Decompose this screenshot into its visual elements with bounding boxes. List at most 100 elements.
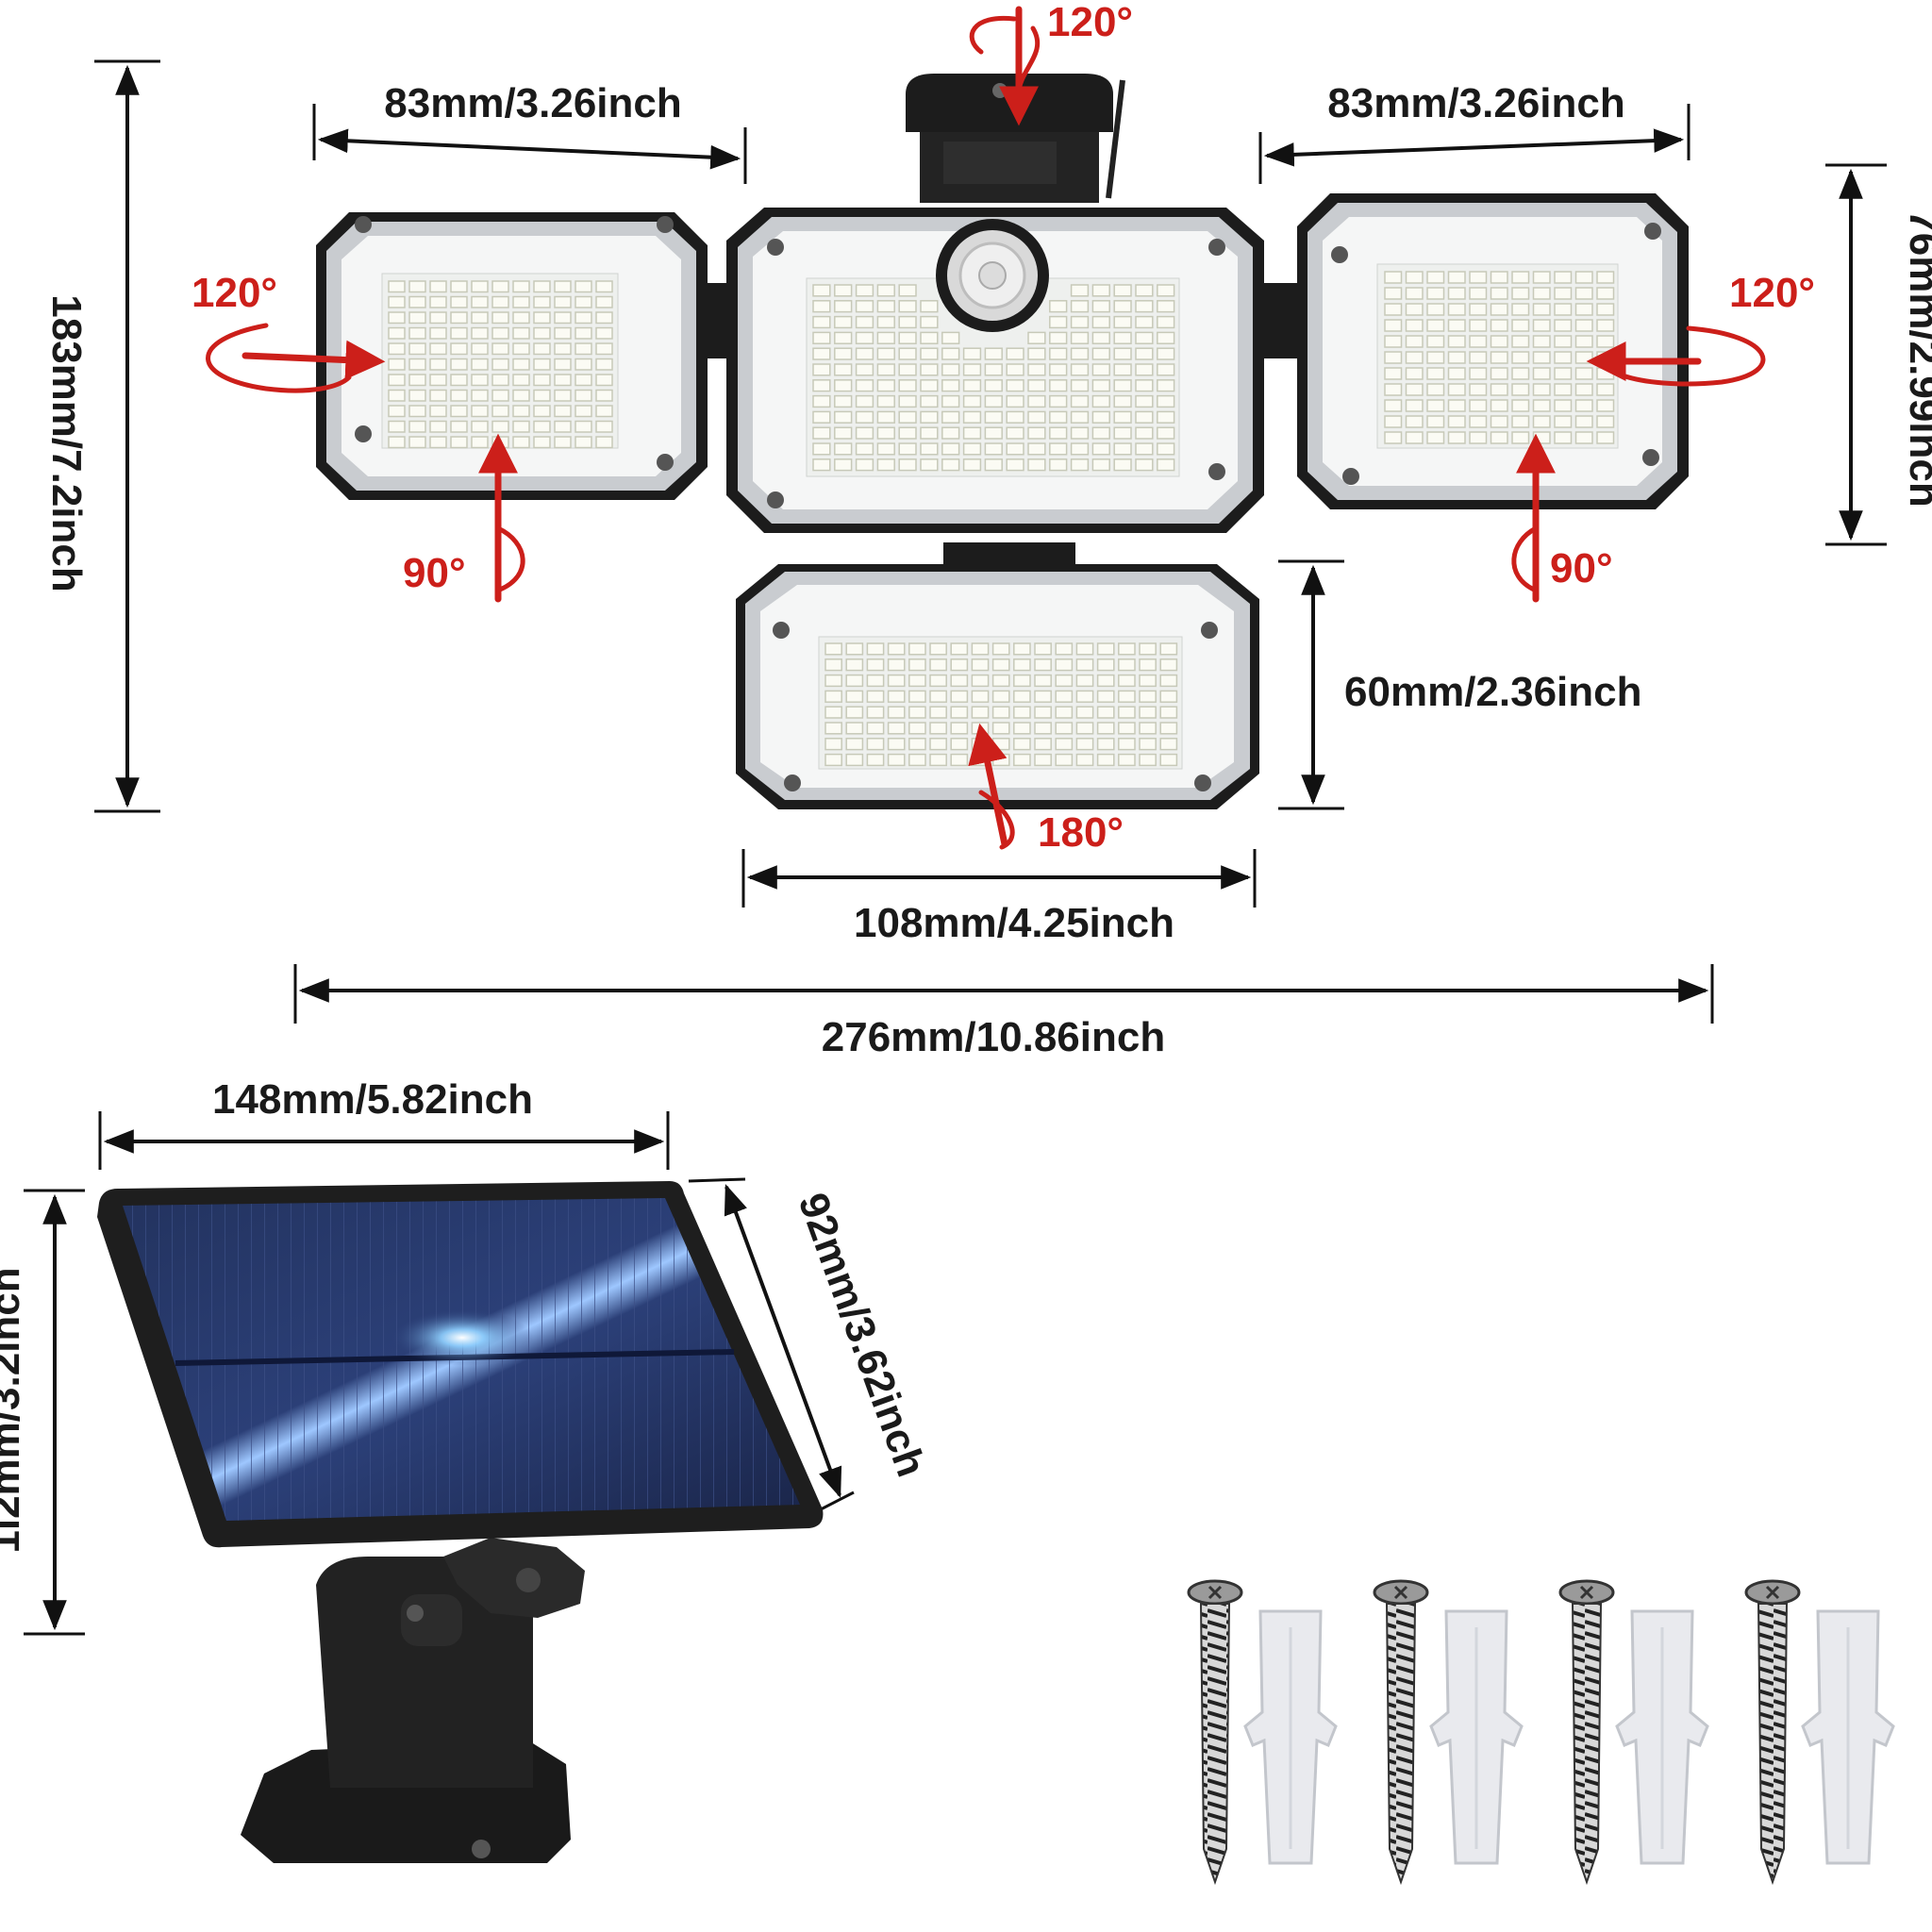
led-chip xyxy=(1554,287,1573,300)
wall-anchor-icon xyxy=(1429,1609,1524,1865)
led-chip xyxy=(834,363,853,376)
led-chip xyxy=(1157,300,1175,313)
led-chip xyxy=(1013,706,1031,719)
led-chip xyxy=(1091,347,1110,360)
led-chip xyxy=(1139,642,1157,656)
led-chip xyxy=(1384,287,1403,300)
led-chip xyxy=(1574,287,1593,300)
led-chip xyxy=(1096,642,1115,656)
led-chip xyxy=(450,436,468,449)
led-chip xyxy=(920,300,939,313)
led-chip xyxy=(1091,363,1110,376)
led-chip xyxy=(866,642,885,656)
led-chip xyxy=(491,326,509,340)
led-chip xyxy=(887,738,906,751)
led-chip xyxy=(1091,442,1110,456)
led-chip xyxy=(450,311,468,325)
led-chip xyxy=(1006,426,1024,440)
led-chip xyxy=(1091,379,1110,392)
led-chip xyxy=(950,753,969,767)
led-chip xyxy=(1469,367,1488,380)
led-chip xyxy=(1447,383,1466,396)
led-chip xyxy=(1070,347,1090,360)
led-chip xyxy=(595,436,613,449)
led-chip xyxy=(1049,347,1068,360)
led-chip xyxy=(991,738,1010,751)
led-chip xyxy=(1469,415,1488,428)
led-chip xyxy=(1006,458,1024,472)
led-chip xyxy=(575,436,592,449)
led-chip xyxy=(920,363,939,376)
led-chip xyxy=(1049,300,1068,313)
led-chip xyxy=(971,658,990,672)
led-chip xyxy=(1426,399,1445,412)
led-chip xyxy=(1049,458,1068,472)
led-chip xyxy=(984,426,1003,440)
led-chip xyxy=(1091,458,1110,472)
led-chip xyxy=(866,658,885,672)
led-chip xyxy=(1013,642,1031,656)
led-chip xyxy=(929,722,947,735)
led-chip xyxy=(1574,303,1593,316)
led-chip xyxy=(1157,347,1175,360)
led-chip xyxy=(512,389,530,402)
led-chip xyxy=(876,347,895,360)
led-chip xyxy=(595,311,613,325)
bottom-head-width-label: 108mm/4.25inch xyxy=(854,900,1174,946)
led-chip xyxy=(1113,379,1132,392)
led-chip xyxy=(1070,410,1090,424)
led-chip xyxy=(388,311,406,325)
led-chip xyxy=(1027,410,1046,424)
led-chip xyxy=(1006,363,1024,376)
led-chip xyxy=(471,436,489,449)
led-chip xyxy=(1118,658,1136,672)
led-chip xyxy=(1469,319,1488,332)
led-chip xyxy=(450,295,468,308)
led-chip xyxy=(1447,271,1466,284)
led-chip xyxy=(1118,674,1136,688)
led-chip xyxy=(1596,399,1615,412)
led-chip xyxy=(845,642,864,656)
led-chip xyxy=(845,674,864,688)
led-chip xyxy=(1532,351,1551,364)
led-chip xyxy=(1091,331,1110,344)
led-chip xyxy=(429,420,447,433)
led-chip xyxy=(1596,335,1615,348)
led-chip xyxy=(408,311,426,325)
led-chip xyxy=(929,753,947,767)
led-chip xyxy=(388,436,406,449)
led-chip xyxy=(471,374,489,387)
led-chip xyxy=(866,674,885,688)
led-chip xyxy=(1034,642,1052,656)
led-chip xyxy=(450,280,468,293)
led-chip xyxy=(941,379,960,392)
led-chip xyxy=(929,738,947,751)
led-chip xyxy=(533,374,551,387)
led-chip xyxy=(950,706,969,719)
led-chip xyxy=(1034,658,1052,672)
led-chip xyxy=(1013,738,1031,751)
led-chip xyxy=(941,347,960,360)
led-chip xyxy=(1426,415,1445,428)
led-chip xyxy=(388,358,406,371)
led-chip xyxy=(1405,335,1424,348)
led-chip xyxy=(512,295,530,308)
led-chip xyxy=(855,379,874,392)
led-chip xyxy=(408,389,426,402)
led-chip xyxy=(1405,271,1424,284)
led-chip xyxy=(1027,426,1046,440)
led-chip xyxy=(971,690,990,703)
led-chip xyxy=(408,405,426,418)
led-chip xyxy=(855,331,874,344)
led-chip xyxy=(1113,394,1132,408)
led-chip xyxy=(941,442,960,456)
led-chip xyxy=(554,358,572,371)
screw-icon xyxy=(1373,1579,1429,1886)
led-chip xyxy=(908,658,926,672)
led-chip xyxy=(1511,383,1530,396)
led-chip xyxy=(1426,431,1445,444)
led-chip xyxy=(429,358,447,371)
led-chip xyxy=(491,342,509,356)
led-chip xyxy=(450,389,468,402)
wall-anchor-icon xyxy=(1243,1609,1338,1865)
